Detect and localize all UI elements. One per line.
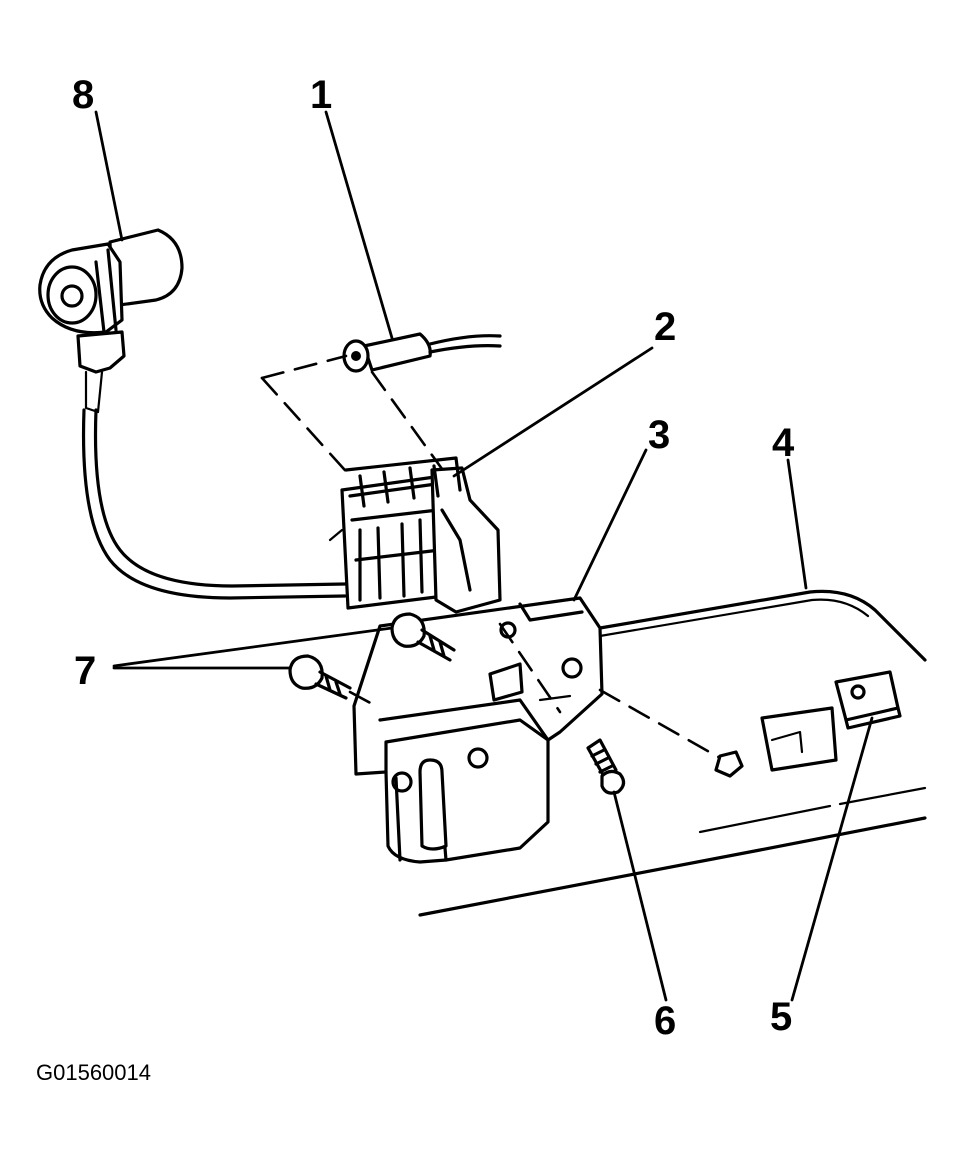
callout-4: 4 [772, 421, 795, 465]
part-7-bolts [288, 612, 456, 708]
part-5-striker-clip [834, 670, 902, 730]
leader-8 [94, 110, 124, 242]
callout-6: 6 [654, 999, 676, 1043]
callout-3: 3 [648, 413, 670, 457]
leader-1 [324, 110, 394, 340]
leader-4 [786, 458, 808, 590]
callout-1: 1 [310, 73, 332, 117]
part-8-lock-cylinder [38, 228, 347, 600]
leader-lines [94, 110, 874, 1002]
part-6-screw [586, 738, 626, 795]
leader-6 [612, 790, 668, 1002]
part-3-latch [352, 596, 722, 864]
callout-5: 5 [770, 995, 792, 1039]
part-2-actuator [328, 456, 502, 614]
figure-id: G01560014 [36, 1060, 151, 1085]
callout-7: 7 [74, 649, 96, 693]
part-1-cable-end [260, 332, 502, 482]
part-4-door-panel [418, 589, 927, 917]
leader-7a [112, 626, 394, 668]
leader-3 [572, 448, 648, 602]
latch-nut [714, 750, 744, 778]
leader-5 [790, 716, 874, 1002]
callout-2: 2 [654, 305, 676, 349]
callout-8: 8 [72, 73, 94, 117]
leader-2 [452, 346, 654, 478]
